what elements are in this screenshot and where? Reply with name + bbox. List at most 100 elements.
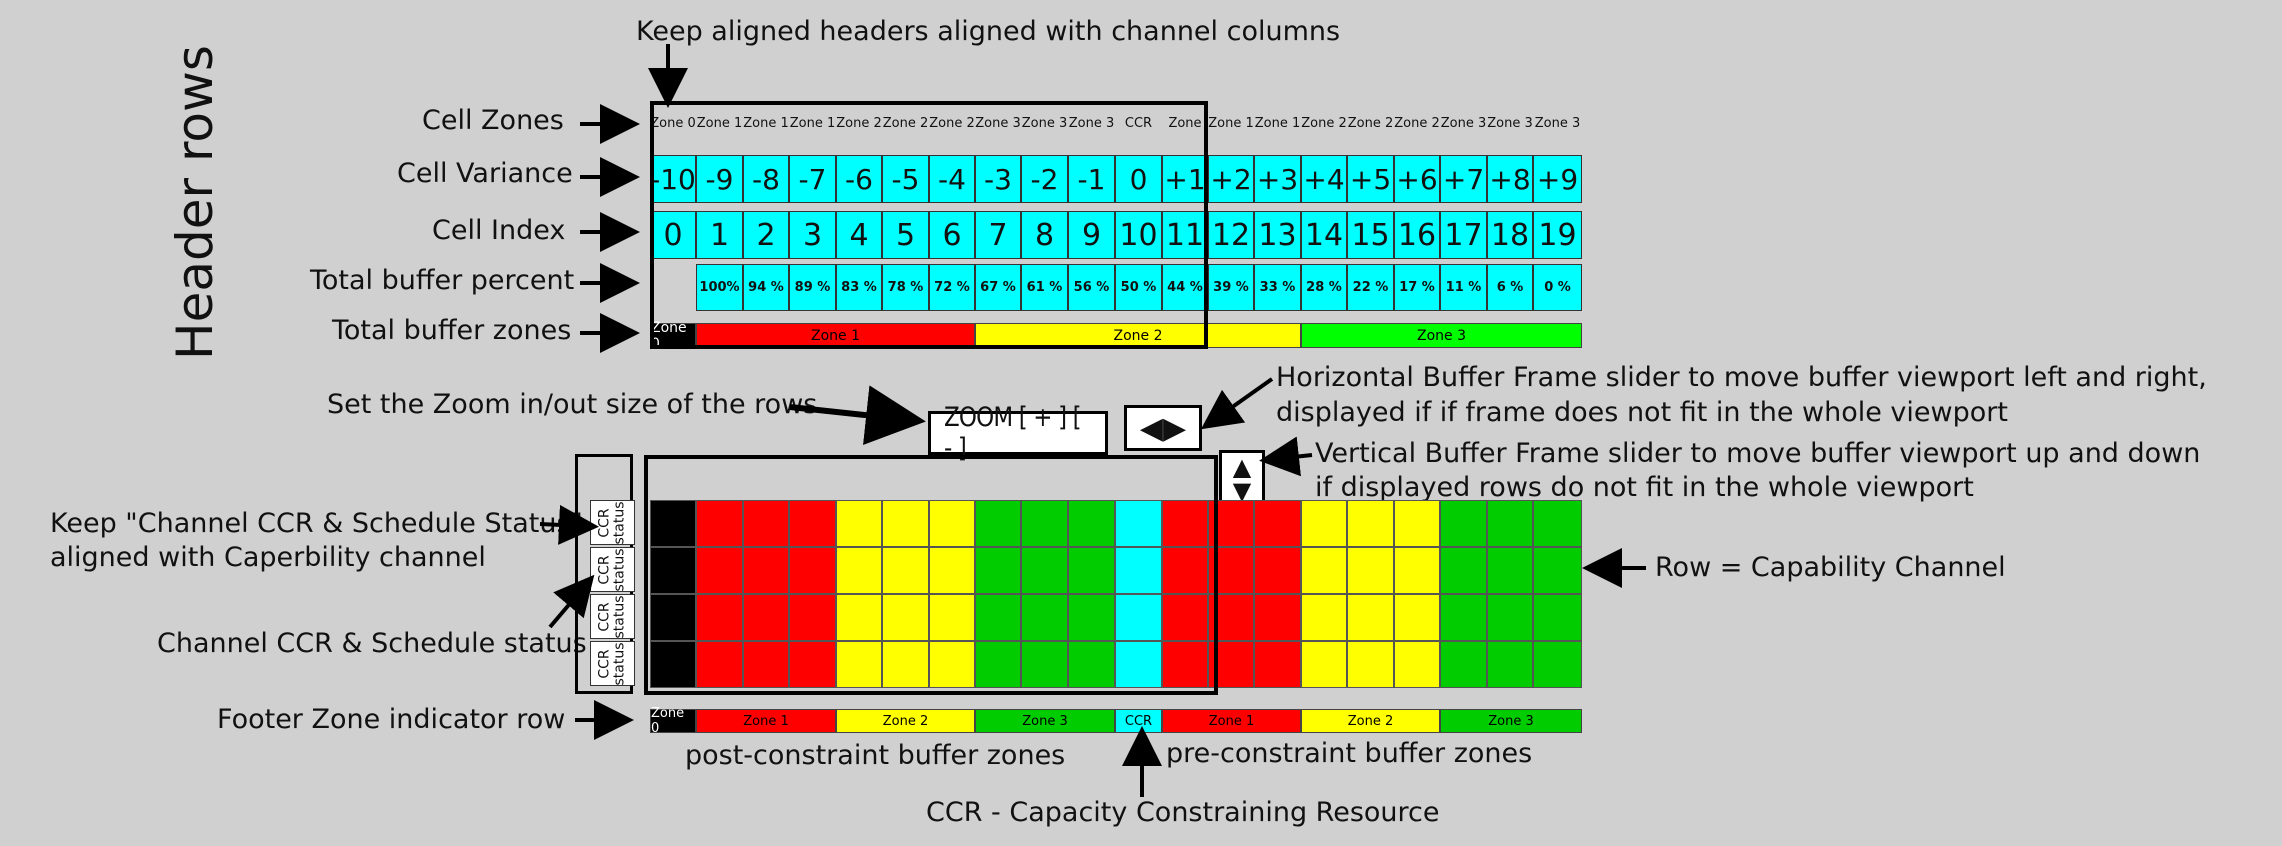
grid-cell[interactable] (1254, 594, 1301, 641)
grid-cell[interactable] (1162, 594, 1208, 641)
grid-cell[interactable] (1068, 641, 1115, 688)
grid-cell[interactable] (1115, 594, 1162, 641)
grid-cell[interactable] (929, 500, 975, 547)
grid-cell[interactable] (743, 547, 789, 594)
grid-cell[interactable] (650, 594, 696, 641)
grid-cell[interactable] (975, 500, 1021, 547)
grid-cell[interactable] (650, 500, 696, 547)
grid-cell[interactable] (1115, 500, 1162, 547)
grid-cell[interactable] (789, 500, 836, 547)
cell-zone-label: Zone 1 (696, 116, 743, 131)
cell-index-cell: 3 (789, 211, 836, 259)
grid-cell[interactable] (696, 547, 743, 594)
grid-cell[interactable] (1021, 594, 1068, 641)
cell-zone-label: Zone 3 (1021, 116, 1068, 131)
grid-cell[interactable] (789, 547, 836, 594)
grid-cell[interactable] (1394, 641, 1440, 688)
grid-cell[interactable] (1301, 594, 1347, 641)
grid-cell[interactable] (836, 500, 882, 547)
cell-index-cell: 1 (696, 211, 743, 259)
grid-cell[interactable] (1394, 547, 1440, 594)
grid-cell[interactable] (1347, 547, 1394, 594)
grid-cell[interactable] (882, 500, 929, 547)
cell-index-cell: 17 (1440, 211, 1487, 259)
cell-zone-label: Zone 2 (1394, 116, 1440, 131)
buffer-percent-cell: 67 % (975, 264, 1021, 311)
grid-cell[interactable] (1440, 641, 1487, 688)
grid-cell[interactable] (1301, 500, 1347, 547)
grid-cell[interactable] (836, 547, 882, 594)
cell-variance-cell: +2 (1208, 155, 1254, 203)
grid-cell[interactable] (1440, 594, 1487, 641)
grid-cell[interactable] (1347, 500, 1394, 547)
grid-cell[interactable] (696, 641, 743, 688)
grid-cell[interactable] (1162, 641, 1208, 688)
grid-cell[interactable] (1021, 641, 1068, 688)
grid-cell[interactable] (1254, 547, 1301, 594)
zoom-control[interactable]: ZOOM [ + ] [ - ] (928, 402, 1108, 464)
grid-cell[interactable] (836, 594, 882, 641)
grid-cell[interactable] (1487, 547, 1533, 594)
cell-variance-cell: -5 (882, 155, 929, 203)
grid-cell[interactable] (696, 500, 743, 547)
grid-cell[interactable] (1115, 547, 1162, 594)
grid-cell[interactable] (1394, 594, 1440, 641)
grid-cell[interactable] (1301, 547, 1347, 594)
grid-cell[interactable] (1533, 594, 1582, 641)
grid-cell[interactable] (1347, 641, 1394, 688)
cell-index-cell: 4 (836, 211, 882, 259)
grid-cell[interactable] (929, 641, 975, 688)
grid-cell[interactable] (1021, 547, 1068, 594)
grid-cell[interactable] (975, 641, 1021, 688)
grid-cell[interactable] (789, 594, 836, 641)
grid-cell[interactable] (1068, 547, 1115, 594)
grid-cell[interactable] (1394, 500, 1440, 547)
grid-cell[interactable] (882, 641, 929, 688)
footer-zone-segment: Zone 3 (1440, 709, 1582, 733)
grid-cell[interactable] (1533, 500, 1582, 547)
grid-cell[interactable] (1068, 594, 1115, 641)
grid-cell[interactable] (1440, 547, 1487, 594)
grid-cell[interactable] (1487, 500, 1533, 547)
cell-index-cell: 8 (1021, 211, 1068, 259)
buffer-percent-cell: 100% (696, 264, 743, 311)
grid-cell[interactable] (836, 641, 882, 688)
grid-cell[interactable] (1068, 500, 1115, 547)
buffer-percent-cell: 78 % (882, 264, 929, 311)
horizontal-slider[interactable]: ◀▶ (1124, 405, 1202, 451)
grid-cell[interactable] (1440, 500, 1487, 547)
grid-cell[interactable] (1301, 641, 1347, 688)
grid-cell[interactable] (882, 547, 929, 594)
cell-index-cell: 13 (1254, 211, 1301, 259)
cell-zone-label: Zone 1 (1254, 116, 1301, 131)
grid-cell[interactable] (743, 641, 789, 688)
grid-cell[interactable] (929, 594, 975, 641)
cell-variance-cell: -1 (1068, 155, 1115, 203)
grid-cell[interactable] (1254, 641, 1301, 688)
grid-cell[interactable] (743, 594, 789, 641)
arrow-zoom (789, 385, 926, 445)
grid-cell[interactable] (882, 594, 929, 641)
grid-cell[interactable] (1254, 500, 1301, 547)
grid-cell[interactable] (929, 547, 975, 594)
grid-cell[interactable] (1162, 547, 1208, 594)
footer-row-label: Footer Zone indicator row (217, 704, 566, 735)
grid-cell[interactable] (1487, 641, 1533, 688)
grid-cell[interactable] (743, 500, 789, 547)
grid-cell[interactable] (696, 594, 743, 641)
grid-cell[interactable] (1115, 641, 1162, 688)
grid-cell[interactable] (975, 547, 1021, 594)
grid-cell[interactable] (1533, 641, 1582, 688)
grid-cell[interactable] (650, 547, 696, 594)
grid-cell[interactable] (650, 641, 696, 688)
grid-cell[interactable] (975, 594, 1021, 641)
grid-cell[interactable] (1347, 594, 1394, 641)
grid-cell[interactable] (1021, 500, 1068, 547)
grid-cell[interactable] (1533, 547, 1582, 594)
grid-cell[interactable] (1487, 594, 1533, 641)
cell-variance-cell: +5 (1347, 155, 1394, 203)
grid-cell[interactable] (1162, 500, 1208, 547)
footer-zone-segment: Zone 1 (1162, 709, 1301, 733)
footer-zone-segment: Zone 0 (650, 706, 696, 736)
grid-cell[interactable] (789, 641, 836, 688)
